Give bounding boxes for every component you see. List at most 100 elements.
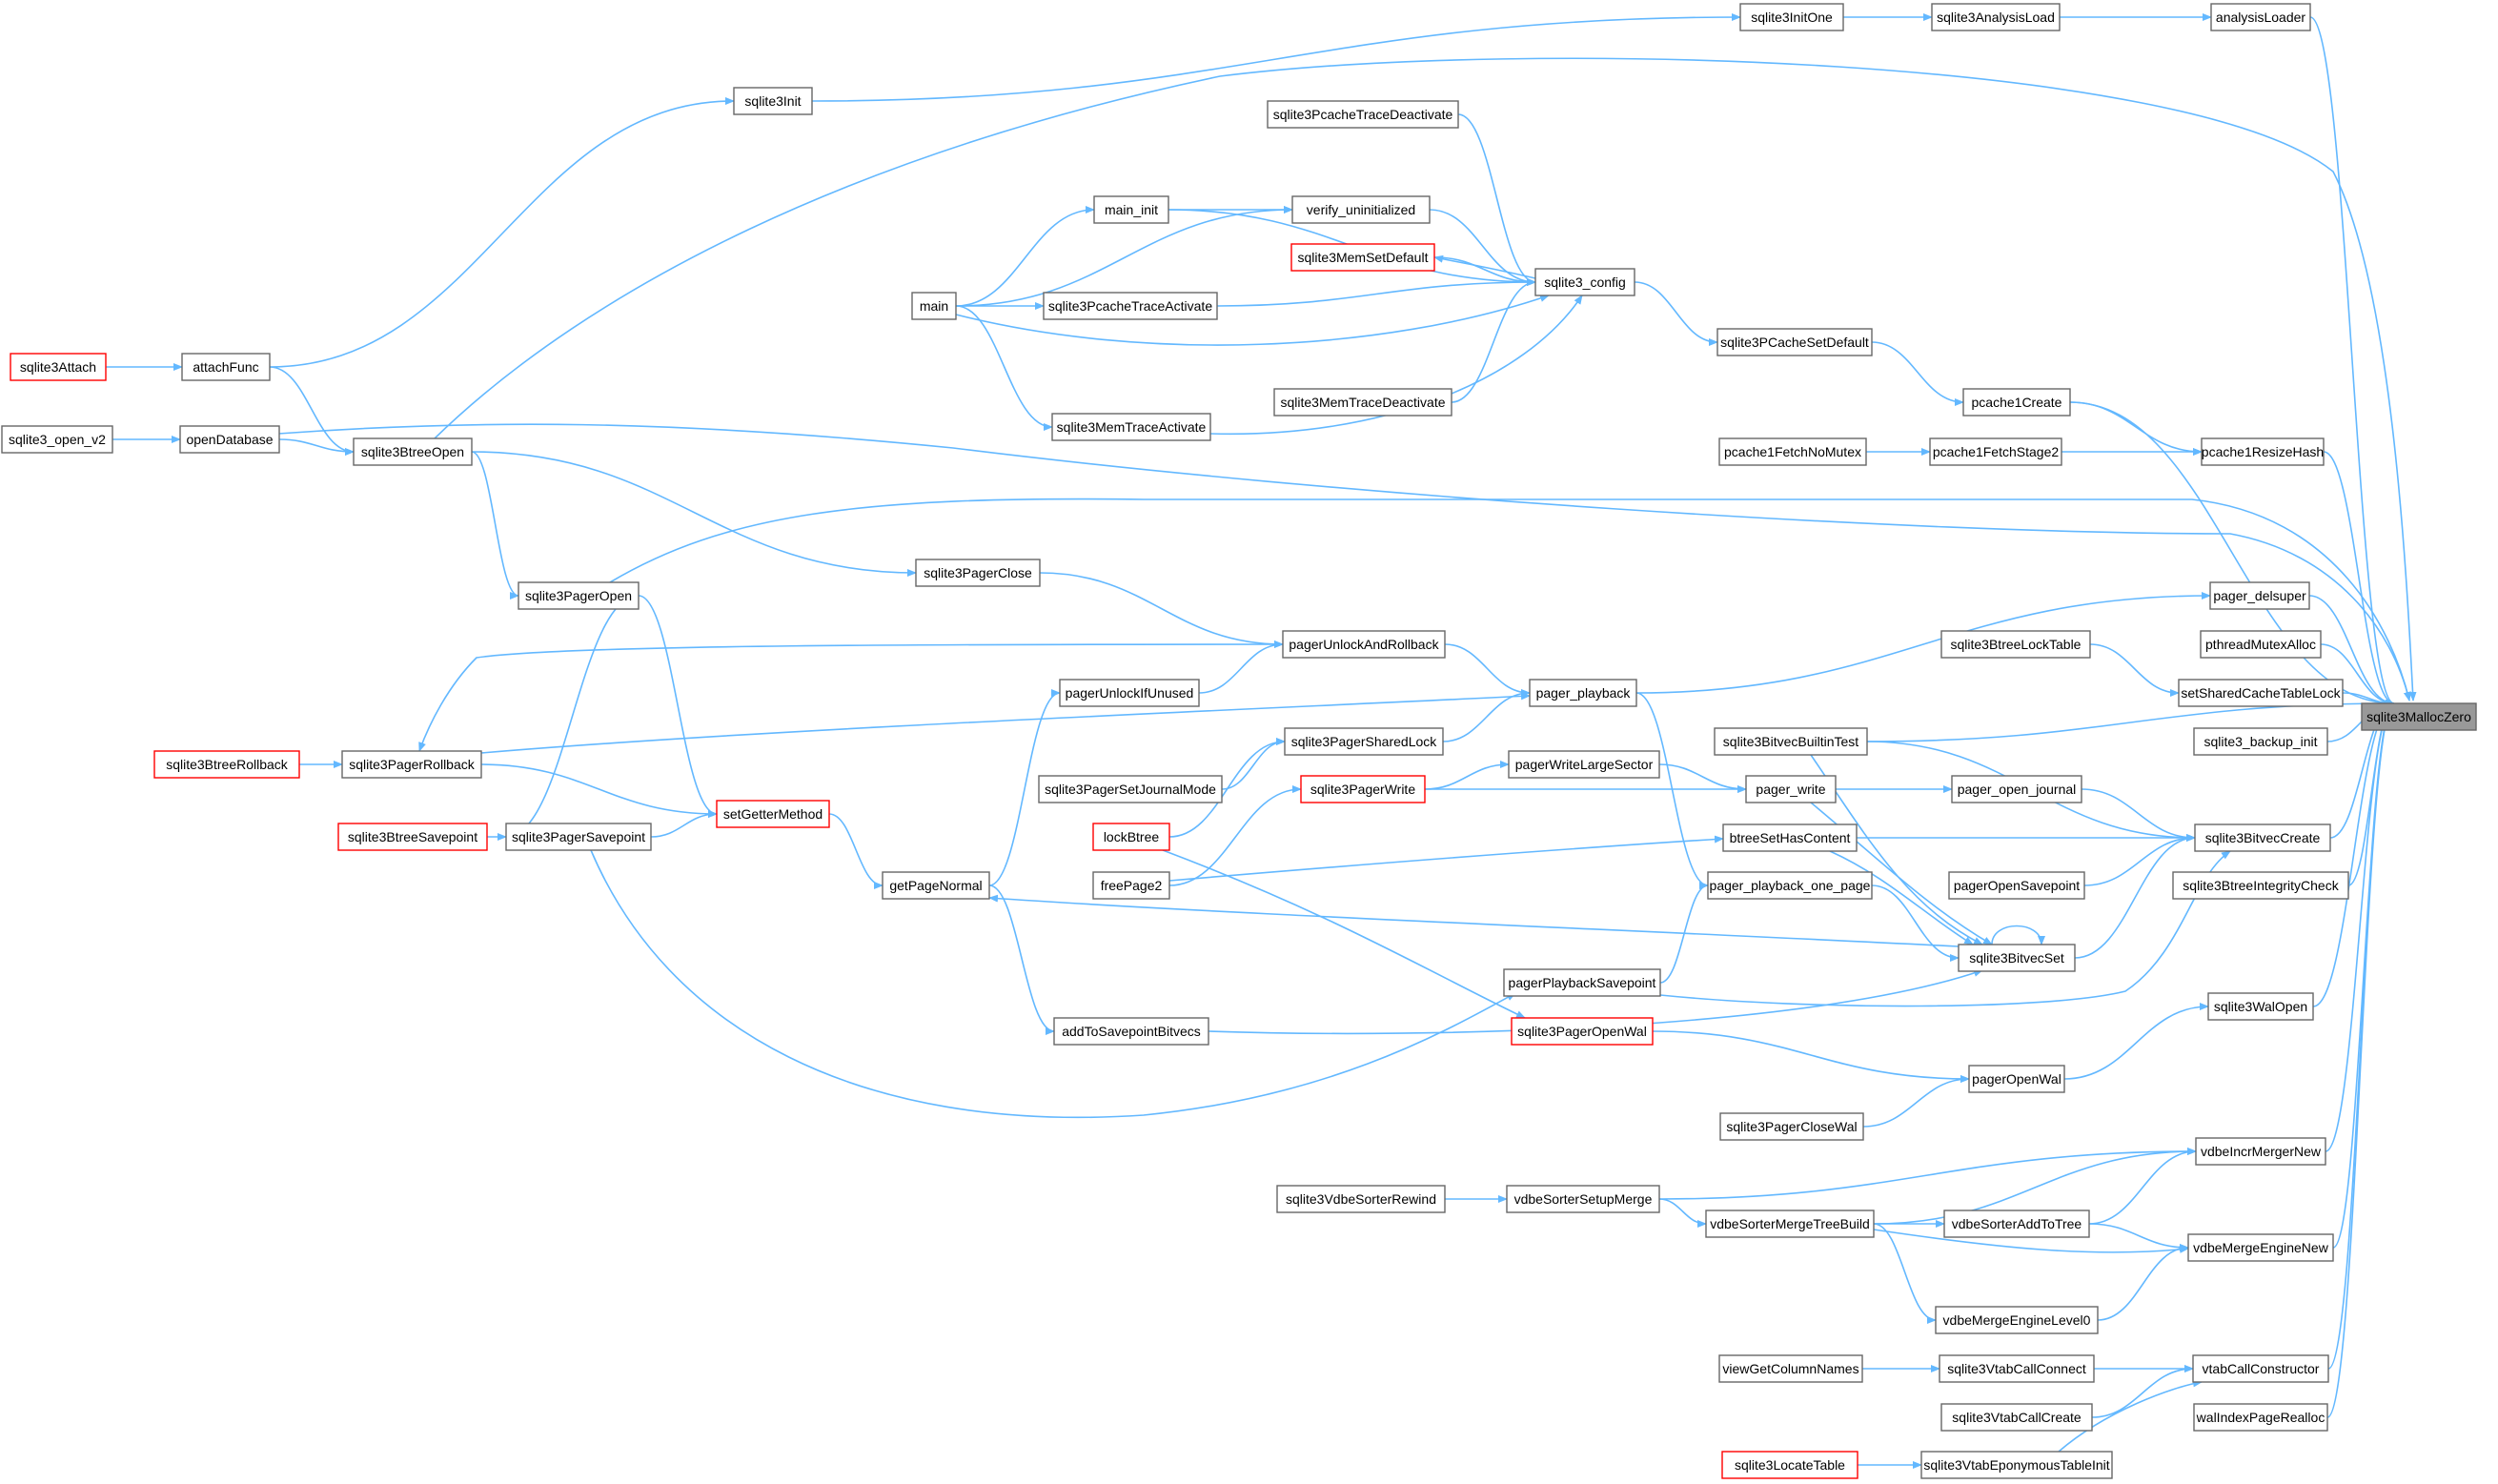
node-sqlite3WalOpen[interactable]: sqlite3WalOpen <box>2207 992 2314 1021</box>
node-label: openDatabase <box>186 432 273 447</box>
node-sqlite3PcacheTraceDeactivate[interactable]: sqlite3PcacheTraceDeactivate <box>1267 100 1459 129</box>
node-vdbeSorterSetupMerge[interactable]: vdbeSorterSetupMerge <box>1506 1185 1660 1213</box>
node-label: freePage2 <box>1101 878 1163 893</box>
node-sqlite3PcacheTraceActivate[interactable]: sqlite3PcacheTraceActivate <box>1043 292 1218 320</box>
node-layer: sqlite3MallocZero analysisLoader sqlite3An… <box>1 3 2477 1479</box>
node-sqlite3BtreeRollback[interactable]: sqlite3BtreeRollback <box>153 750 300 779</box>
node-sqlite3PCacheSetDefault[interactable]: sqlite3PCacheSetDefault <box>1716 328 1873 356</box>
node-sqlite3MemTraceActivate[interactable]: sqlite3MemTraceActivate <box>1051 413 1211 441</box>
node-main[interactable]: main <box>911 292 957 320</box>
node-box <box>882 871 990 900</box>
node-sqlite3PagerOpenWal[interactable]: sqlite3PagerOpenWal <box>1511 1017 1654 1046</box>
node-pagerUnlockAndRollback[interactable]: pagerUnlockAndRollback <box>1282 630 1446 659</box>
node-sqlite3MemTraceDeactivate[interactable]: sqlite3MemTraceDeactivate <box>1273 388 1452 417</box>
node-viewGetColumnNames[interactable]: viewGetColumnNames <box>1718 1354 1863 1383</box>
node-sqlite3AnalysisLoad[interactable]: sqlite3AnalysisLoad <box>1931 3 2061 31</box>
node-pagerPlaybackSavepoint[interactable]: pagerPlaybackSavepoint <box>1503 968 1661 997</box>
node-setSharedCacheTableLock[interactable]: setSharedCacheTableLock <box>2178 679 2344 707</box>
node-sqlite3MemSetDefault[interactable]: sqlite3MemSetDefault <box>1290 243 1435 272</box>
node-sqlite3VtabCallConnect[interactable]: sqlite3VtabCallConnect <box>1939 1354 2095 1383</box>
node-sqlite3BtreeSavepoint[interactable]: sqlite3BtreeSavepoint <box>337 823 488 851</box>
edge-vdbeSorterSetupMerge-to-vdbeSorterMergeTreeBuild <box>1658 1198 1707 1228</box>
node-sqlite3Init[interactable]: sqlite3Init <box>733 87 813 115</box>
node-verify_uninitialized[interactable]: verify_uninitialized <box>1291 195 1431 224</box>
node-sqlite3PagerCloseWal[interactable]: sqlite3PagerCloseWal <box>1719 1112 1864 1141</box>
node-sqlite3VtabCallCreate[interactable]: sqlite3VtabCallCreate <box>1940 1403 2093 1432</box>
node-sqlite3InitOne[interactable]: sqlite3InitOne <box>1739 3 1844 31</box>
node-box <box>1951 775 2082 803</box>
node-sqlite3MallocZero[interactable]: sqlite3MallocZero <box>2361 702 2477 731</box>
node-label: sqlite3PagerCloseWal <box>1726 1119 1857 1134</box>
node-main_init[interactable]: main_init <box>1093 195 1169 224</box>
node-sqlite3BitvecSet[interactable]: sqlite3BitvecSet <box>1958 944 2076 972</box>
node-label: main <box>920 298 948 314</box>
edge-vdbeSorterMergeTreeBuild-to-vdbeIncrMergerNew <box>1873 1148 2197 1225</box>
node-label: sqlite3BtreeOpen <box>361 444 464 459</box>
node-label: viewGetColumnNames <box>1722 1361 1858 1376</box>
node-pcache1Create[interactable]: pcache1Create <box>1962 388 2071 417</box>
node-sqlite3PagerRollback[interactable]: sqlite3PagerRollback <box>341 750 482 779</box>
node-pthreadMutexAlloc[interactable]: pthreadMutexAlloc <box>2200 630 2322 659</box>
node-sqlite3PagerWrite[interactable]: sqlite3PagerWrite <box>1300 775 1426 803</box>
node-pager_playback_one_page[interactable]: pager_playback_one_page <box>1707 871 1873 900</box>
edge-lockBtree-to-sqlite3PagerSharedLock <box>1168 738 1286 838</box>
node-sqlite3BitvecCreate[interactable]: sqlite3BitvecCreate <box>2194 823 2331 852</box>
node-sqlite3PagerSavepoint[interactable]: sqlite3PagerSavepoint <box>505 823 652 851</box>
node-pager_write[interactable]: pager_write <box>1745 775 1837 803</box>
node-label: sqlite3PagerRollback <box>349 757 476 772</box>
node-vtabCallConstructor[interactable]: vtabCallConstructor <box>2192 1354 2329 1383</box>
node-getPageNormal[interactable]: getPageNormal <box>882 871 990 900</box>
node-sqlite3PagerClose[interactable]: sqlite3PagerClose <box>915 559 1041 587</box>
node-pagerUnlockIfUnused[interactable]: pagerUnlockIfUnused <box>1059 679 1200 707</box>
node-sqlite3_backup_init[interactable]: sqlite3_backup_init <box>2193 727 2328 756</box>
node-vdbeIncrMergerNew[interactable]: vdbeIncrMergerNew <box>2195 1137 2326 1166</box>
node-lockBtree[interactable]: lockBtree <box>1092 823 1170 851</box>
node-sqlite3BtreeIntegrityCheck[interactable]: sqlite3BtreeIntegrityCheck <box>2172 871 2349 900</box>
node-label: getPageNormal <box>889 878 982 893</box>
node-box <box>10 353 107 381</box>
node-analysisLoader[interactable]: analysisLoader <box>2210 3 2311 31</box>
node-sqlite3Attach[interactable]: sqlite3Attach <box>10 353 107 381</box>
node-sqlite3BitvecBuiltinTest[interactable]: sqlite3BitvecBuiltinTest <box>1714 727 1868 756</box>
node-sqlite3BtreeLockTable[interactable]: sqlite3BtreeLockTable <box>1940 630 2091 659</box>
node-pcache1FetchNoMutex[interactable]: pcache1FetchNoMutex <box>1718 437 1867 466</box>
node-pagerOpenSavepoint[interactable]: pagerOpenSavepoint <box>1948 871 2085 900</box>
node-vdbeMergeEngineLevel0[interactable]: vdbeMergeEngineLevel0 <box>1935 1306 2099 1334</box>
node-pcache1FetchStage2[interactable]: pcache1FetchStage2 <box>1929 437 2062 466</box>
node-vdbeSorterAddToTree[interactable]: vdbeSorterAddToTree <box>1943 1210 2090 1238</box>
node-sqlite3PagerSharedLock[interactable]: sqlite3PagerSharedLock <box>1284 727 1444 756</box>
node-sqlite3_config[interactable]: sqlite3_config <box>1534 268 1635 296</box>
node-box <box>505 823 652 851</box>
node-pager_open_journal[interactable]: pager_open_journal <box>1951 775 2082 803</box>
node-box <box>915 559 1041 587</box>
node-pagerWriteLargeSector[interactable]: pagerWriteLargeSector <box>1508 750 1660 779</box>
node-pager_playback[interactable]: pager_playback <box>1529 679 1637 707</box>
node-vdbeMergeEngineNew[interactable]: vdbeMergeEngineNew <box>2187 1233 2334 1262</box>
node-vdbeSorterMergeTreeBuild[interactable]: vdbeSorterMergeTreeBuild <box>1705 1210 1875 1238</box>
node-freePage2[interactable]: freePage2 <box>1092 871 1170 900</box>
node-label: vdbeSorterMergeTreeBuild <box>1710 1216 1870 1231</box>
node-box <box>1092 823 1170 851</box>
node-pager_delsuper[interactable]: pager_delsuper <box>2209 581 2310 610</box>
node-openDatabase[interactable]: openDatabase <box>179 425 280 454</box>
node-box <box>2187 1233 2334 1262</box>
node-sqlite3LocateTable[interactable]: sqlite3LocateTable <box>1721 1451 1858 1479</box>
node-walIndexPageRealloc[interactable]: walIndexPageRealloc <box>2193 1403 2328 1432</box>
node-sqlite3PagerOpen[interactable]: sqlite3PagerOpen <box>518 581 640 610</box>
node-pagerOpenWal[interactable]: pagerOpenWal <box>1968 1065 2065 1093</box>
node-sqlite3BtreeOpen[interactable]: sqlite3BtreeOpen <box>353 437 473 466</box>
node-label: pagerOpenSavepoint <box>1954 878 2080 893</box>
node-attachFunc[interactable]: attachFunc <box>181 353 271 381</box>
node-box <box>911 292 957 320</box>
node-pcache1ResizeHash[interactable]: pcache1ResizeHash <box>2201 437 2325 466</box>
node-sqlite3VtabEponymousTableInit[interactable]: sqlite3VtabEponymousTableInit <box>1920 1451 2113 1479</box>
node-btreeSetHasContent[interactable]: btreeSetHasContent <box>1722 823 1858 852</box>
node-addToSavepointBitvecs[interactable]: addToSavepointBitvecs <box>1053 1017 1209 1046</box>
node-sqlite3PagerSetJournalMode[interactable]: sqlite3PagerSetJournalMode <box>1038 775 1223 803</box>
edge-sqlite3MemSetDefault-to-sqlite3_config <box>1433 256 1536 286</box>
node-setGetterMethod[interactable]: setGetterMethod <box>716 800 830 828</box>
node-sqlite3_open_v2[interactable]: sqlite3_open_v2 <box>1 425 113 454</box>
node-sqlite3VdbeSorterRewind[interactable]: sqlite3VdbeSorterRewind <box>1276 1185 1446 1213</box>
edge-pcache1ResizeHash-to-sqlite3MallocZero <box>2323 451 2395 707</box>
node-box <box>1931 3 2061 31</box>
